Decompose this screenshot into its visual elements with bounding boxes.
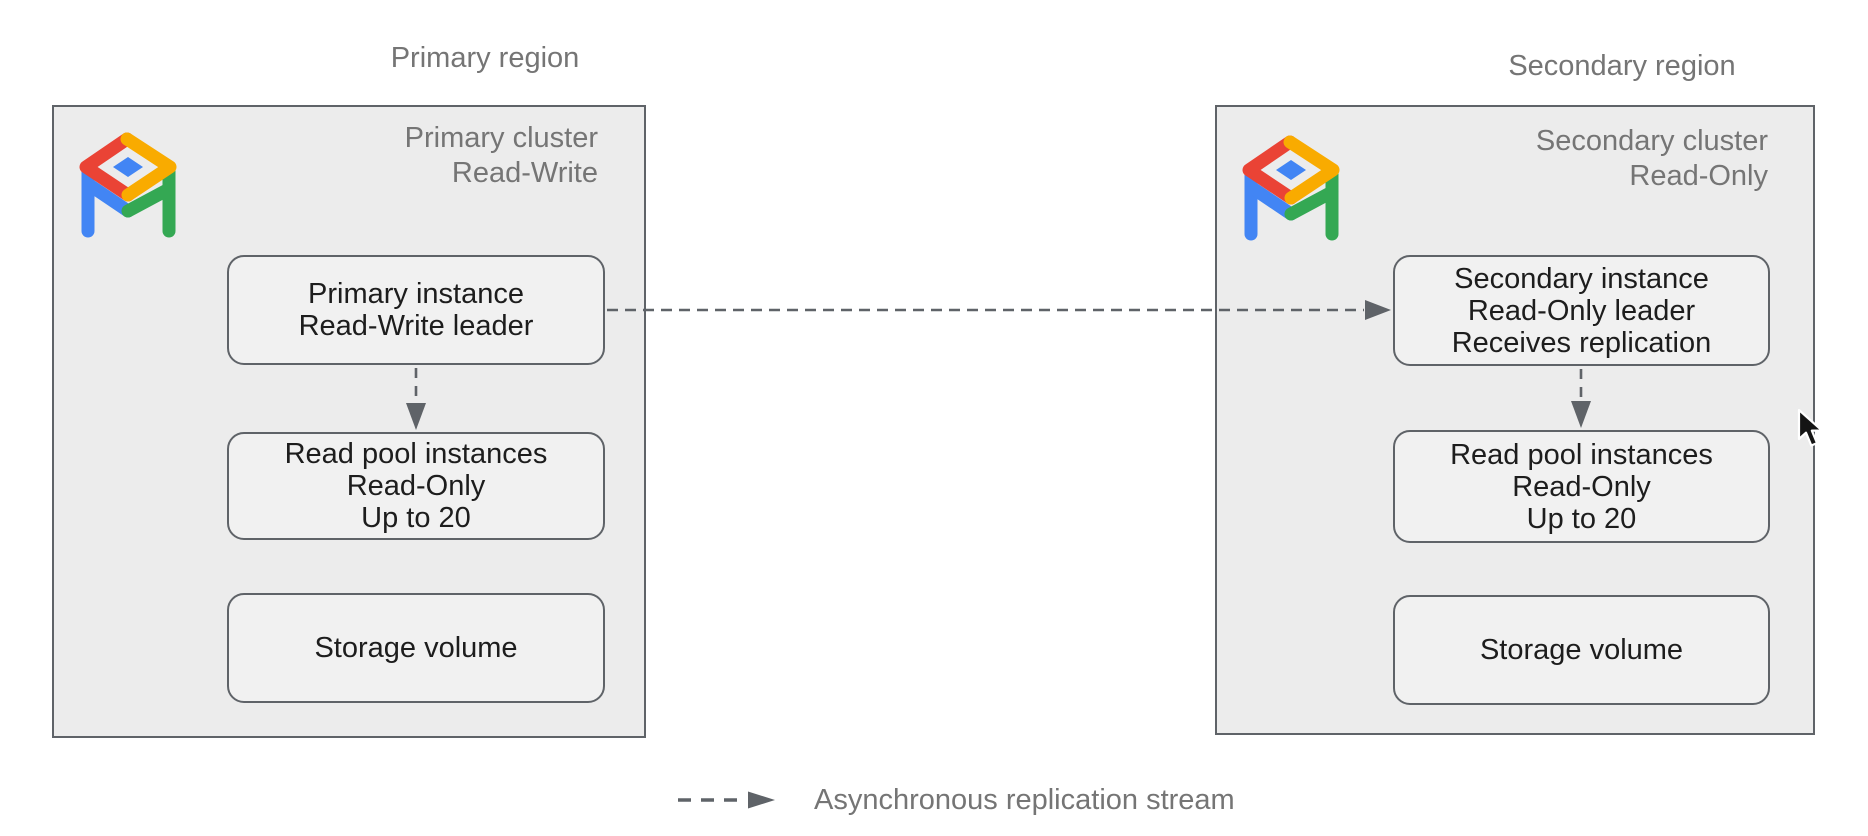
alloydb-icon bbox=[79, 132, 177, 238]
secondary-read-pool-node: Read pool instances Read-Only Up to 20 bbox=[1393, 430, 1770, 543]
secondary-storage-node: Storage volume bbox=[1393, 595, 1770, 705]
primary-cluster-heading: Primary cluster Read-Write bbox=[278, 121, 598, 191]
primary-instance-node: Primary instance Read-Write leader bbox=[227, 255, 605, 365]
primary-cluster-heading-line1: Primary cluster bbox=[404, 122, 598, 154]
secondary-cluster-heading: Secondary cluster Read-Only bbox=[1448, 124, 1768, 194]
secondary-instance-node: Secondary instance Read-Only leader Rece… bbox=[1393, 255, 1770, 366]
dashed-arrow-icon bbox=[678, 791, 775, 809]
primary-read-pool-line1: Read pool instances bbox=[284, 438, 548, 470]
secondary-cluster-heading-line1: Secondary cluster bbox=[1535, 125, 1768, 157]
secondary-region-title: Secondary region bbox=[1508, 50, 1736, 82]
primary-storage-node: Storage volume bbox=[227, 593, 605, 703]
primary-read-pool-line2: Read-Only bbox=[346, 470, 486, 502]
secondary-instance-line1: Secondary instance bbox=[1454, 262, 1709, 295]
primary-cluster-heading-line2: Read-Write bbox=[451, 157, 598, 189]
primary-storage-line1: Storage volume bbox=[314, 632, 518, 664]
secondary-read-pool-line2: Read-Only bbox=[1512, 470, 1651, 503]
secondary-instance-line2: Read-Only leader bbox=[1467, 294, 1696, 327]
primary-region-title: Primary region bbox=[390, 42, 580, 74]
primary-read-pool-line3: Up to 20 bbox=[361, 502, 471, 534]
primary-instance-line2: Read-Write leader bbox=[298, 310, 534, 342]
legend: Asynchronous replication stream bbox=[676, 779, 1235, 821]
secondary-storage-line1: Storage volume bbox=[1479, 634, 1684, 666]
alloydb-icon bbox=[1242, 135, 1340, 241]
secondary-instance-line3: Receives replication bbox=[1451, 326, 1712, 359]
legend-label: Asynchronous replication stream bbox=[814, 784, 1235, 816]
primary-instance-line1: Primary instance bbox=[308, 278, 524, 310]
mouse-cursor-icon bbox=[1797, 408, 1824, 447]
secondary-cluster-heading-line2: Read-Only bbox=[1629, 160, 1768, 192]
secondary-read-pool-line1: Read pool instances bbox=[1450, 438, 1713, 471]
secondary-read-pool-line3: Up to 20 bbox=[1526, 502, 1637, 535]
primary-read-pool-node: Read pool instances Read-Only Up to 20 bbox=[227, 432, 605, 540]
